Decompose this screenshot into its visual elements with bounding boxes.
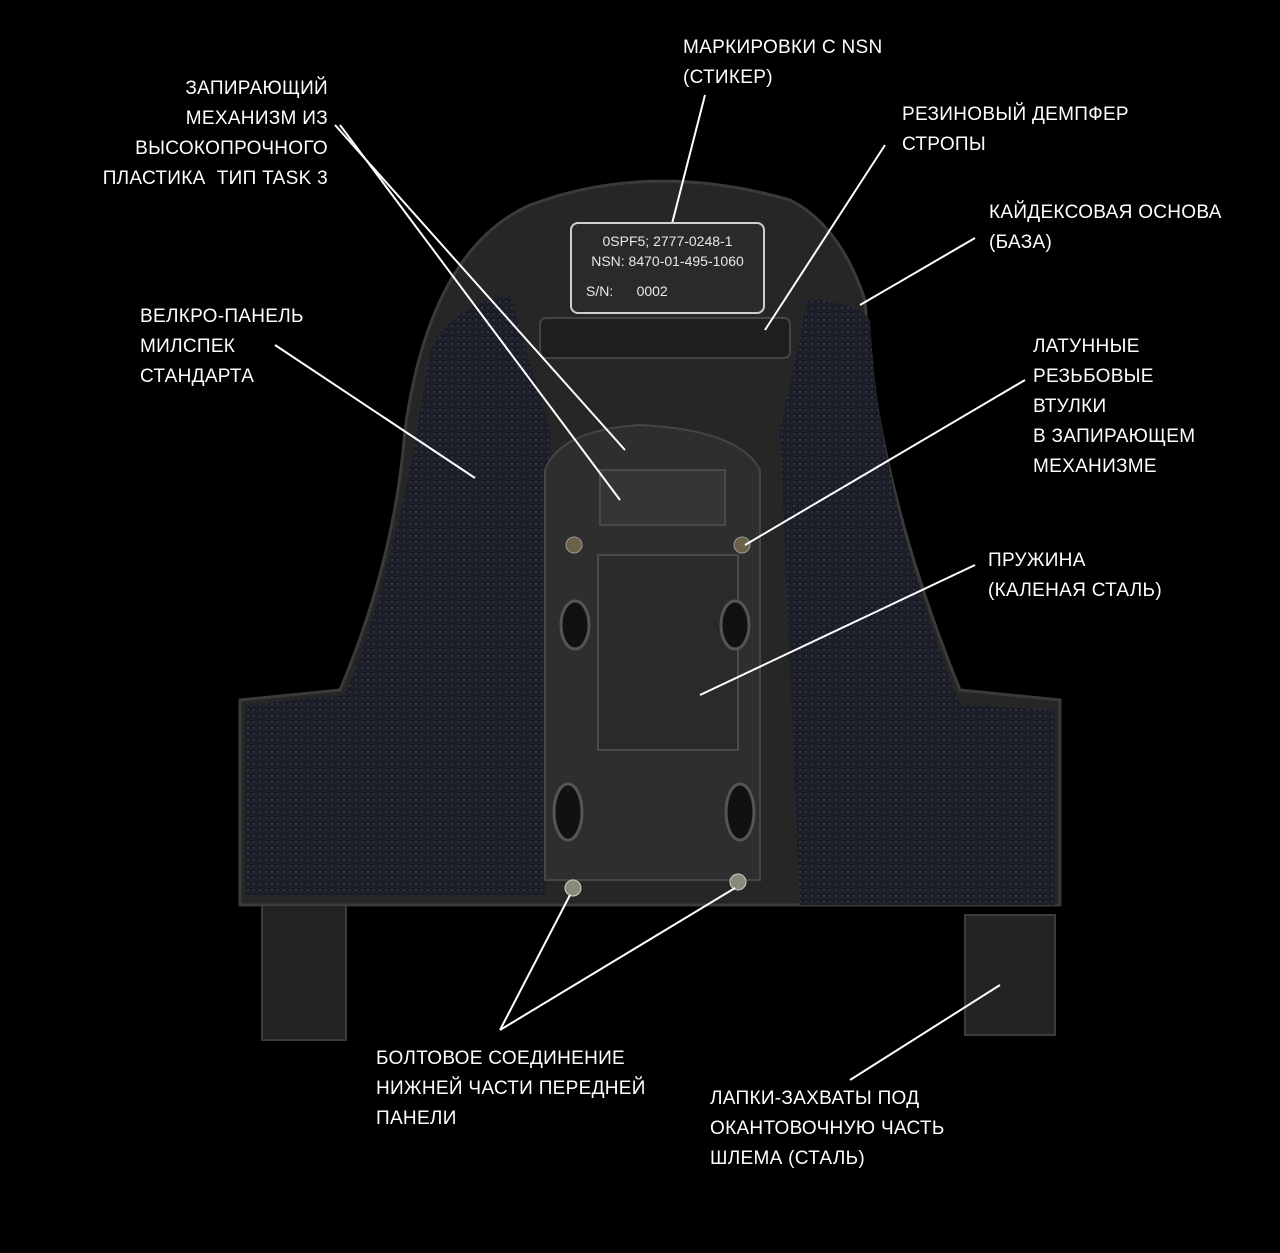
latch-block (599, 469, 726, 526)
label-line: ЛАПКИ-ЗАХВАТЫ ПОД (710, 1088, 920, 1109)
right-tab (964, 914, 1056, 1036)
bolt (564, 879, 582, 897)
label-line: ПАНЕЛИ (376, 1108, 457, 1129)
sticker-line-2: NSN: 8470-01-495-1060 (591, 253, 744, 269)
label-line: ШЛЕМА (СТАЛЬ) (710, 1148, 865, 1169)
keyhole-slot (559, 599, 591, 651)
label-tabs: ЛАПКИ-ЗАХВАТЫ ПОД ОКАНТОВОЧНУЮ ЧАСТЬ ШЛЕ… (710, 1084, 945, 1174)
strap-damper (539, 317, 791, 359)
velcro-left (245, 295, 550, 895)
label-line: ЛАТУННЫЕ (1033, 336, 1140, 357)
label-line: СТАНДАРТА (140, 366, 255, 387)
bolt (729, 873, 747, 891)
keyhole-slot (719, 599, 751, 651)
label-spring: ПРУЖИНА (КАЛЕНАЯ СТАЛЬ) (988, 546, 1162, 606)
keyhole-slot (552, 782, 584, 842)
label-line: ЗАПИРАЮЩИЙ (185, 78, 328, 99)
label-velcro: ВЕЛКРО-ПАНЕЛЬ МИЛСПЕК СТАНДАРТА (140, 302, 304, 392)
label-line: ВЫСОКОПРОЧНОГО (135, 138, 328, 159)
label-line: (БАЗА) (989, 232, 1053, 253)
left-tab (261, 904, 347, 1041)
label-line: БОЛТОВОЕ СОЕДИНЕНИЕ (376, 1048, 626, 1069)
label-line: В ЗАПИРАЮЩЕМ (1033, 426, 1196, 447)
velcro-right (780, 300, 1055, 905)
keyhole-slot (724, 782, 756, 842)
label-line: КАЙДЕКСОВАЯ ОСНОВА (989, 202, 1222, 223)
label-bolts: БОЛТОВОЕ СОЕДИНЕНИЕ НИЖНЕЙ ЧАСТИ ПЕРЕДНЕ… (376, 1044, 646, 1134)
label-line: МЕХАНИЗМЕ (1033, 456, 1157, 477)
sticker-line-1: 0SPF5; 2777-0248-1 (602, 233, 733, 249)
label-line: (КАЛЕНАЯ СТАЛЬ) (988, 580, 1162, 601)
label-kydex-base: КАЙДЕКСОВАЯ ОСНОВА (БАЗА) (989, 198, 1222, 258)
label-locking-mechanism: ЗАПИРАЮЩИЙ МЕХАНИЗМ ИЗ ВЫСОКОПРОЧНОГО ПЛ… (70, 74, 328, 194)
label-line: ВЕЛКРО-ПАНЕЛЬ (140, 306, 304, 327)
label-line: (СТИКЕР) (683, 67, 773, 88)
label-line: СТРОПЫ (902, 134, 987, 155)
sticker-serial: S/N: 0002 (586, 283, 668, 299)
label-brass-inserts: ЛАТУННЫЕ РЕЗЬБОВЫЕ ВТУЛКИ В ЗАПИРАЮЩЕМ М… (1033, 332, 1195, 482)
label-line: МИЛСПЕК (140, 336, 236, 357)
label-rubber-damper: РЕЗИНОВЫЙ ДЕМПФЕР СТРОПЫ (902, 100, 1129, 160)
leader-lines (274, 94, 1026, 1081)
label-line: ОКАНТОВОЧНУЮ ЧАСТЬ (710, 1118, 945, 1139)
label-line: НИЖНЕЙ ЧАСТИ ПЕРЕДНЕЙ (376, 1078, 646, 1099)
label-line: ПЛАСТИКА ТИП TASK 3 (102, 168, 328, 189)
label-line: МАРКИРОВКИ С NSN (683, 37, 883, 58)
brass-insert (733, 536, 751, 554)
brass-insert (565, 536, 583, 554)
label-line: РЕЗИНОВЫЙ ДЕМПФЕР (902, 104, 1129, 125)
label-sticker: МАРКИРОВКИ С NSN (СТИКЕР) (683, 33, 883, 93)
spring (597, 554, 739, 751)
label-line: ВТУЛКИ (1033, 396, 1107, 417)
label-line: РЕЗЬБОВЫЕ (1033, 366, 1154, 387)
label-line: ПРУЖИНА (988, 550, 1086, 571)
label-line: МЕХАНИЗМ ИЗ (185, 108, 328, 129)
